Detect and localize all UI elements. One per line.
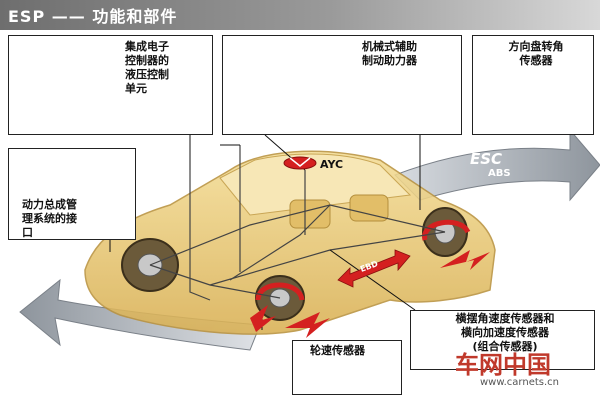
force-arrow bbox=[250, 305, 276, 332]
ecu-label: 集成电子 控制器的 液压控制 单元 bbox=[125, 40, 169, 96]
steering-sensor-box bbox=[472, 35, 594, 135]
esc-bottom-label: ESC bbox=[68, 365, 107, 386]
car-seat bbox=[349, 194, 389, 222]
wheel-sensor-label: 轮速传感器 bbox=[310, 344, 365, 357]
ecu-label-line: 控制器的 bbox=[125, 54, 169, 67]
title-bar: ESP —— 功能和部件 bbox=[0, 0, 600, 30]
wheel-sensor-box bbox=[292, 340, 402, 395]
booster-box bbox=[222, 35, 462, 135]
yaw-sensor-label-line: 横向加速度传感器 bbox=[461, 326, 549, 339]
steering-sensor-label-line: 传感器 bbox=[519, 54, 553, 67]
force-arrow bbox=[285, 312, 330, 338]
booster-label: 机械式辅助 制动助力器 bbox=[362, 40, 417, 68]
title-text: ESP —— 功能和部件 bbox=[8, 3, 177, 27]
ecu-label-line: 液压控制 bbox=[125, 68, 169, 81]
ayc-yaw-indicator bbox=[283, 156, 317, 170]
yaw-sensor-box bbox=[410, 310, 595, 370]
ebd-arrow bbox=[337, 249, 411, 288]
yaw-sensor-label-line: 横摆角速度传感器和 bbox=[455, 312, 555, 325]
title-prefix: ESP bbox=[8, 7, 46, 26]
ayc-arrow bbox=[289, 157, 311, 167]
steering-sensor-label-line: 方向盘转角 bbox=[508, 40, 564, 53]
ayc-label: AYC bbox=[320, 158, 344, 171]
force-arrow bbox=[440, 250, 490, 270]
yaw-sensor-label-line: (组合传感器) bbox=[472, 340, 538, 353]
booster-label-line: 制动助力器 bbox=[362, 54, 417, 67]
tcs-label: TCS bbox=[92, 345, 120, 360]
yaw-sensor-label: 横摆角速度传感器和 横向加速度传感器 (组合传感器) bbox=[425, 312, 585, 354]
esc-top-label: ESC bbox=[470, 150, 503, 168]
watermark-url: www.carnets.cn bbox=[480, 377, 559, 388]
engine-label-line: 口 bbox=[22, 226, 33, 239]
watermark-brand: 车网中国 bbox=[455, 351, 551, 379]
booster-label-line: 机械式辅助 bbox=[362, 40, 417, 53]
engine-label: 动力总成管 理系统的接 口 bbox=[22, 198, 77, 240]
esc-abs-arrow bbox=[394, 128, 600, 202]
ecu-label-line: 集成电子 bbox=[125, 40, 169, 53]
ecu-box bbox=[8, 35, 213, 135]
title-main: 功能和部件 bbox=[92, 7, 178, 26]
engine-label-line: 理系统的接 bbox=[22, 212, 77, 225]
title-dash: —— bbox=[51, 7, 86, 26]
engine-label-line: 动力总成管 bbox=[22, 198, 77, 211]
ecu-label-line: 单元 bbox=[125, 82, 147, 95]
steering-sensor-label: 方向盘转角 传感器 bbox=[486, 40, 586, 68]
engine-box bbox=[8, 148, 136, 240]
abs-label: ABS bbox=[488, 168, 511, 179]
